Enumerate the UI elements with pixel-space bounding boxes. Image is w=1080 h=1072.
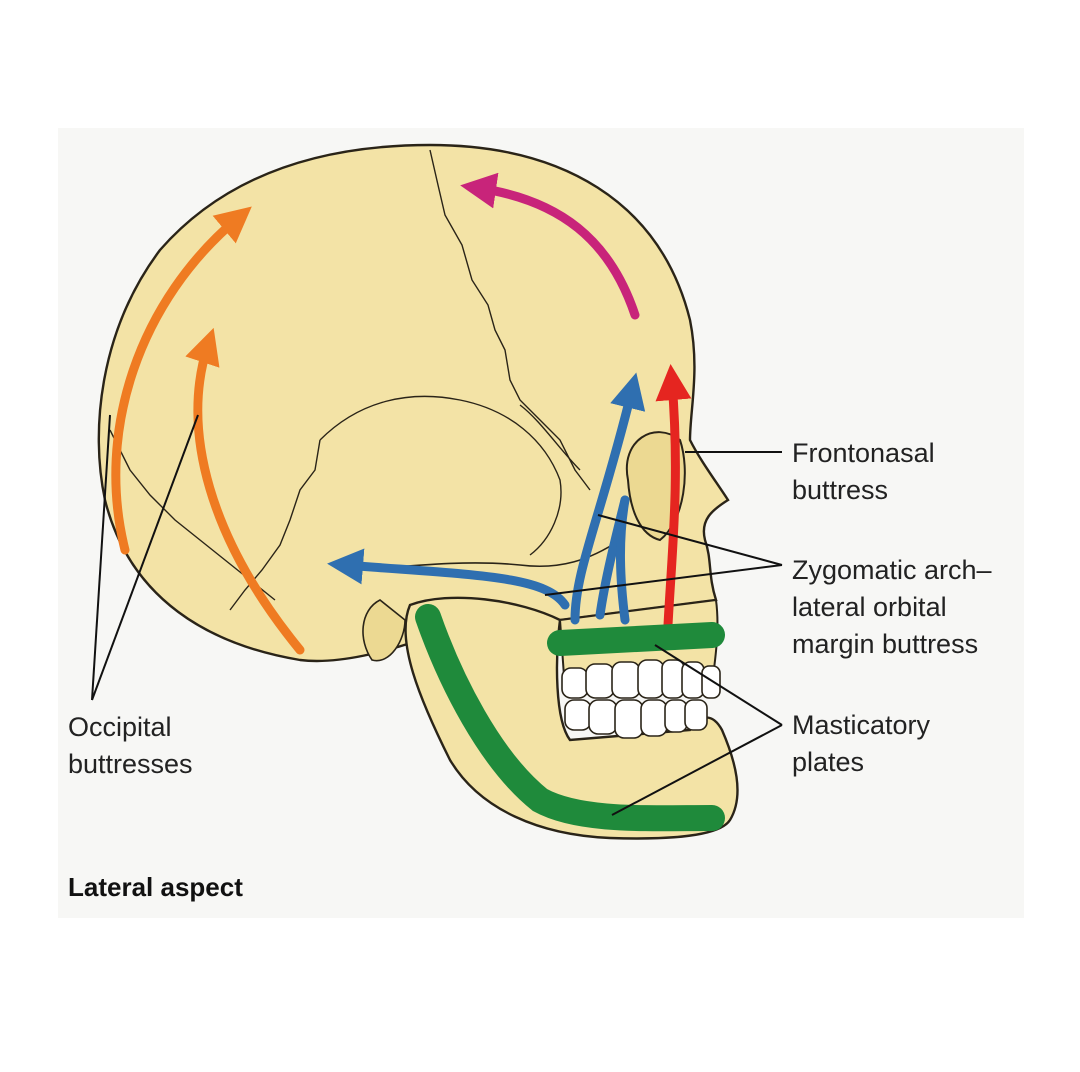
label-occipital-buttresses: Occipital buttresses bbox=[68, 712, 193, 779]
leader-lines bbox=[91, 414, 783, 816]
teeth bbox=[561, 659, 721, 739]
frontal-arrow bbox=[460, 172, 640, 320]
label-frontonasal-buttress: Frontonasal buttress bbox=[792, 438, 935, 505]
caption: Lateral aspect bbox=[68, 872, 243, 902]
masticatory-plate-upper bbox=[547, 622, 725, 656]
masticatory-plate-lower bbox=[415, 604, 725, 832]
zygomatic-buttress-arrows bbox=[327, 372, 646, 625]
occipital-buttress-arrow-2 bbox=[185, 327, 305, 655]
label-masticatory-plates: Masticatory plates bbox=[792, 710, 931, 777]
ear-region bbox=[362, 599, 406, 662]
occipital-buttress-arrow-1 bbox=[111, 206, 252, 555]
frontonasal-buttress-arrow bbox=[655, 364, 692, 630]
label-zygomatic-buttress: Zygomatic arch– lateral orbital margin b… bbox=[792, 555, 992, 659]
